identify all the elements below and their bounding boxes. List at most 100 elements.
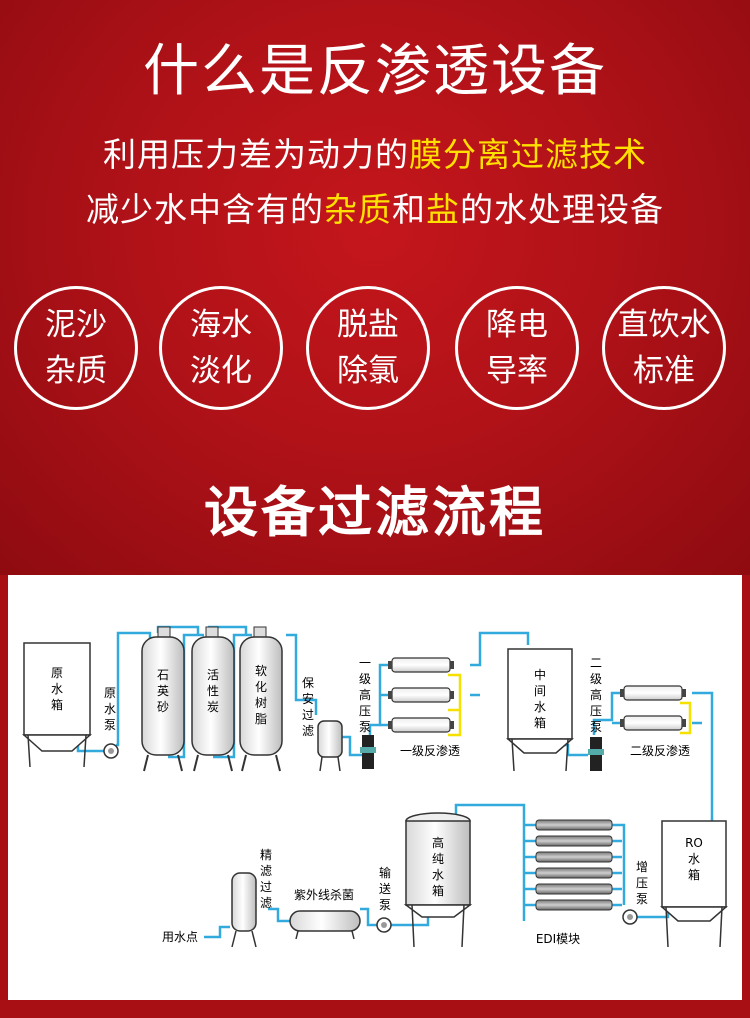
- line2-text-end: 的水处理设备: [460, 190, 664, 229]
- function-bottom: 标准: [633, 353, 695, 389]
- hp-pump1-char: 一: [359, 656, 371, 670]
- high-purity-water-tank: 高 纯 水 箱: [403, 812, 473, 948]
- ro-tank-char: 水: [688, 852, 700, 866]
- function-circle-sediment: 泥沙杂质: [14, 286, 138, 410]
- carbon-char: 炭: [207, 700, 219, 714]
- pure-tank-char: 纯: [432, 852, 444, 866]
- hp-pump1-char: 压: [359, 704, 371, 718]
- ro-stage-1-membranes: 一级反渗透: [388, 657, 460, 758]
- line1-highlight: 膜分离过滤技术: [409, 135, 647, 174]
- ro-water-tank: RO 水 箱: [660, 820, 728, 948]
- hp-pump2-char: 压: [590, 704, 602, 718]
- ro2-label: 二级反渗透: [630, 743, 690, 758]
- security-filter: 保 安 过 滤: [302, 676, 343, 772]
- function-top: 降电: [486, 307, 548, 343]
- function-bottom: 淡化: [190, 353, 252, 389]
- function-circle-dechlorination: 脱盐除氯: [306, 286, 430, 410]
- ro-tank-char: RO: [685, 836, 703, 850]
- function-bottom: 导率: [486, 353, 548, 389]
- mid-tank-char: 间: [534, 684, 546, 698]
- line2-text: 减少水中含有的: [86, 190, 324, 229]
- raw-pump-char: 水: [104, 702, 116, 716]
- pure-tank-char: 箱: [432, 883, 444, 898]
- delivery-pump-char: 送: [379, 881, 391, 896]
- line2-highlight-impurity: 杂质: [324, 190, 392, 229]
- line2-highlight-salt: 盐: [426, 190, 460, 229]
- function-bottom: 杂质: [45, 353, 107, 389]
- permeate-lines: [448, 673, 692, 737]
- resin-char: 化: [255, 680, 267, 694]
- hp-pump2-char: 泵: [590, 720, 602, 734]
- hp-pump1-char: 级: [359, 672, 371, 686]
- function-circle-desalination: 海水淡化: [159, 286, 283, 410]
- booster-pump: 增 压 泵: [622, 860, 648, 925]
- function-bottom: 除氯: [337, 353, 399, 389]
- mid-tank-char: 水: [534, 700, 546, 714]
- fine-filter-char: 滤: [260, 864, 272, 878]
- delivery-pump-char: 泵: [379, 898, 391, 912]
- ro-tank-char: 箱: [688, 867, 700, 882]
- boost-pump-char: 增: [636, 860, 648, 874]
- raw-tank-char: 箱: [51, 697, 63, 712]
- function-top: 脱盐: [337, 307, 399, 343]
- carbon-char: 活: [207, 668, 219, 682]
- activated-carbon-filter: 活 性 炭: [191, 626, 235, 772]
- line2-text-and: 和: [392, 190, 426, 229]
- edi-modules: EDI模块: [535, 819, 613, 946]
- use-point-label: 用水点: [162, 930, 198, 944]
- boost-pump-char: 压: [636, 876, 648, 890]
- function-circle-drinking: 直饮水标准: [602, 286, 726, 410]
- ro1-label: 一级反渗透: [400, 743, 460, 758]
- boost-pump-char: 泵: [636, 892, 648, 906]
- hp-pump2-char: 级: [590, 672, 602, 686]
- high-pressure-pump-1: 一 级 高 压 泵: [359, 656, 376, 769]
- function-top: 海水: [190, 307, 252, 343]
- fine-filter-char: 精: [260, 848, 272, 862]
- quartz-char: 砂: [157, 700, 169, 714]
- pure-tank-char: 高: [432, 835, 444, 850]
- raw-water-pump: 原 水 泵: [103, 686, 119, 759]
- hp-pump1-char: 泵: [359, 720, 371, 734]
- mid-tank-char: 中: [534, 667, 546, 682]
- quartz-char: 石: [157, 668, 169, 682]
- quartz-sand-filter: 石 英 砂: [141, 626, 185, 772]
- carbon-char: 性: [207, 684, 219, 698]
- edi-label: EDI模块: [536, 932, 580, 946]
- intermediate-water-tank: 中 间 水 箱: [506, 648, 574, 772]
- quartz-char: 英: [157, 684, 169, 698]
- function-circles: 泥沙杂质 海水淡化 脱盐除氯 降电导率 直饮水标准: [14, 286, 736, 416]
- hp-pump1-char: 高: [359, 687, 371, 702]
- security-filter-char: 过: [302, 708, 314, 722]
- raw-pump-char: 泵: [104, 718, 116, 732]
- uv-sterilizer: 紫外线杀菌: [289, 887, 361, 940]
- bottom-bar: [0, 1000, 750, 1018]
- function-top: 直饮水: [617, 307, 711, 343]
- ro-stage-2-membranes: 二级反渗透: [620, 685, 690, 758]
- raw-tank-char: 水: [51, 682, 63, 696]
- resin-char: 脂: [255, 711, 267, 726]
- delivery-pump: 输 送 泵: [376, 865, 392, 933]
- delivery-pump-char: 输: [379, 865, 391, 880]
- process-diagram-panel: 原 水 箱 原 水 泵 石 英 砂: [8, 575, 742, 1000]
- line1-text: 利用压力差为动力的: [103, 135, 409, 174]
- description-line-1: 利用压力差为动力的膜分离过滤技术: [0, 128, 750, 176]
- fine-filter: 精 滤 过 滤: [231, 848, 272, 948]
- resin-char: 树: [255, 695, 267, 710]
- high-pressure-pump-2: 二 级 高 压 泵: [588, 656, 604, 771]
- security-filter-char: 保: [302, 676, 314, 690]
- page-title: 什么是反渗透设备: [143, 39, 607, 104]
- hp-pump2-char: 二: [590, 656, 602, 670]
- fine-filter-char: 滤: [260, 896, 272, 910]
- function-circle-conductivity: 降电导率: [455, 286, 579, 410]
- pure-tank-char: 水: [432, 868, 444, 882]
- fine-filter-char: 过: [260, 880, 272, 894]
- raw-tank-char: 原: [51, 666, 63, 680]
- resin-char: 软: [255, 664, 267, 678]
- security-filter-char: 安: [302, 691, 314, 706]
- security-filter-char: 滤: [302, 724, 314, 738]
- mid-tank-char: 箱: [534, 715, 546, 730]
- hp-pump2-char: 高: [590, 687, 602, 702]
- description-line-2: 减少水中含有的杂质和盐的水处理设备: [0, 183, 750, 231]
- softening-resin-filter: 软 化 树 脂: [239, 626, 283, 772]
